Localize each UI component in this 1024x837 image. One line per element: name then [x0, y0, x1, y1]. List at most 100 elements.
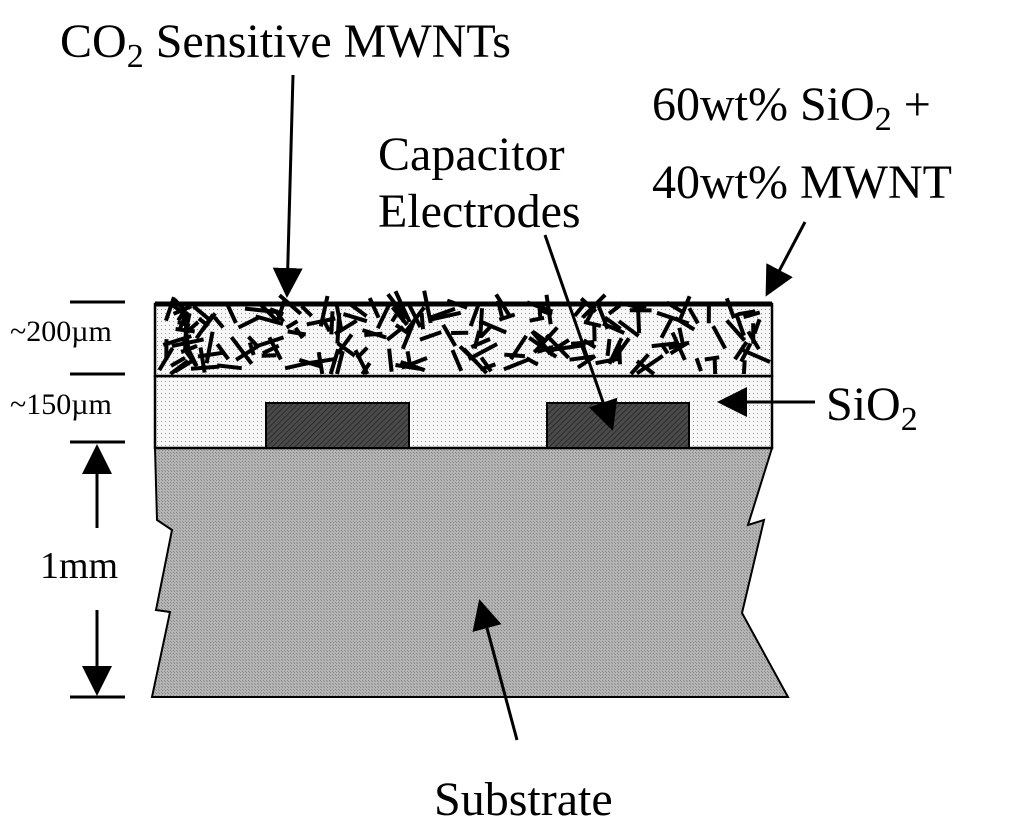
- nanotube-strand: [169, 356, 187, 368]
- nanotube-strand: [741, 360, 747, 375]
- nanotube-strand: [419, 330, 442, 342]
- nanotube-strand: [333, 318, 358, 336]
- nanotube-strand: [267, 336, 283, 361]
- nanotube-strand: [405, 350, 412, 365]
- nanotube-strand: [229, 335, 254, 366]
- nanotube-strand: [665, 300, 685, 315]
- nanotube-strand: [479, 356, 493, 373]
- nanotube-strand: [503, 357, 529, 372]
- nanotube-strand: [635, 354, 664, 376]
- nanotube-strand: [419, 312, 425, 330]
- nanotube-strand: [253, 335, 285, 349]
- label-capacitor-line2: Electrodes: [378, 185, 581, 238]
- nanotube-strand: [183, 312, 192, 331]
- label-co2-sensitive-mwnts: CO2 Sensitive MWNTs: [60, 15, 511, 75]
- nanotube-strand: [329, 311, 335, 335]
- nanotube-strand: [375, 302, 392, 330]
- nanotube-strand: [192, 304, 210, 321]
- nanotube-strand: [737, 309, 756, 317]
- nanotube-strand: [687, 307, 700, 325]
- nanotube-strand: [544, 294, 553, 325]
- nanotube-strand: [544, 333, 571, 360]
- nanotube-strand: [224, 302, 238, 324]
- nanotube-strand: [724, 297, 736, 319]
- nanotube-strand: [617, 319, 640, 338]
- nanotube-strand: [629, 353, 650, 376]
- nanotube-strand: [278, 293, 303, 316]
- nanotube-strand: [552, 343, 586, 352]
- label-capacitor-line1: Capacitor: [378, 128, 565, 181]
- capacitor-electrode-left: [265, 402, 410, 449]
- substrate-layer: [150, 447, 790, 698]
- nanotube-strand: [336, 333, 354, 355]
- nanotube-strand: [734, 312, 746, 337]
- nanotube-strand: [584, 305, 597, 324]
- nanotube-strand: [725, 319, 747, 342]
- nanotube-strand: [390, 302, 406, 323]
- nanotube-strand: [509, 334, 528, 361]
- nanotube-strand: [184, 350, 198, 366]
- label-composite-line2: 40wt% MWNT: [652, 156, 952, 209]
- nanotube-strand: [531, 330, 548, 343]
- nanotube-strand: [752, 318, 762, 335]
- nanotube-strand: [387, 348, 394, 372]
- mwnt-composite-layer: [153, 302, 774, 378]
- nanotube-strand: [428, 310, 462, 323]
- nanotube-strand: [669, 341, 689, 356]
- nanotube-strand: [659, 317, 674, 339]
- nanotube-strand: [361, 328, 387, 340]
- nanotube-strand: [200, 312, 217, 333]
- nanotube-strand: [190, 364, 220, 371]
- nanotube-strand: [605, 338, 612, 357]
- nanotube-strand: [583, 319, 602, 328]
- nanotube-strand: [478, 319, 507, 335]
- nanotube-strands: [157, 290, 771, 376]
- nanotube-strand: [607, 303, 622, 316]
- nanotube-strand: [677, 295, 692, 322]
- nanotube-strand: [603, 315, 622, 331]
- nanotube-strand: [216, 363, 242, 371]
- nanotube-strand: [342, 312, 368, 324]
- nanotube-strand: [275, 299, 287, 322]
- nanotube-strand: [569, 354, 595, 362]
- nanotube-strand: [285, 319, 299, 330]
- nanotube-strand: [172, 304, 193, 316]
- nanotube-strand: [479, 325, 492, 338]
- nanotube-strand: [355, 346, 369, 360]
- nanotube-strand: [602, 321, 626, 335]
- nanotube-strand: [470, 337, 491, 349]
- nanotube-strand: [204, 331, 215, 364]
- nanotube-strand: [430, 306, 456, 320]
- nanotube-strand: [573, 301, 587, 318]
- nanotube-strand: [261, 353, 277, 358]
- nanotube-strand: [525, 356, 539, 367]
- dimension-label-middle-layer: ~150µm: [10, 388, 112, 421]
- nanotube-strand: [157, 346, 175, 372]
- nanotube-strand: [494, 293, 511, 317]
- arrow-capacitor: [543, 234, 618, 431]
- nanotube-strand: [350, 303, 368, 318]
- nanotube-strand: [306, 316, 336, 327]
- nanotube-strand: [367, 297, 381, 319]
- nanotube-strand: [677, 327, 685, 345]
- nanotube-strand: [607, 337, 624, 365]
- nanotube-strand: [171, 337, 205, 349]
- nanotube-strand: [255, 314, 284, 326]
- nanotube-strand: [496, 300, 504, 318]
- arrow-substrate: [472, 599, 519, 741]
- nanotube-strand: [674, 316, 696, 332]
- nanotube-strand: [446, 298, 468, 310]
- nanotube-strand: [441, 323, 458, 347]
- nanotube-strand: [162, 334, 192, 347]
- nanotube-strand: [244, 306, 278, 314]
- nanotube-strand: [284, 361, 307, 371]
- nanotube-strand: [619, 301, 641, 310]
- arrow-composite: [765, 221, 807, 297]
- nanotube-strand: [740, 347, 771, 364]
- nanotube-strand: [743, 310, 761, 320]
- nanotube-strand: [353, 349, 370, 375]
- nanotube-strand: [450, 349, 464, 372]
- nanotube-strand: [479, 362, 497, 372]
- dimension-label-substrate: 1mm: [40, 545, 118, 587]
